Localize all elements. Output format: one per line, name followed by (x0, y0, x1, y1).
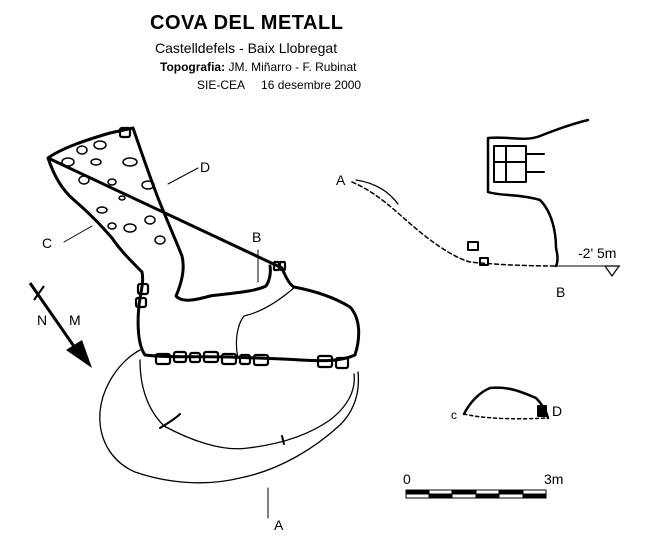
topography-label: Topografia: (160, 60, 226, 74)
scale-bar (405, 489, 547, 499)
plan-blocks (61, 140, 166, 245)
section-line-d (167, 167, 199, 185)
cross-section-cd (462, 386, 550, 420)
organization-date: SIE-CEA 16 desembre 2000 (197, 78, 362, 92)
plan-boulders (118, 126, 350, 370)
profile-boulder-2 (479, 257, 489, 266)
profile-view (351, 118, 621, 277)
plan-label-c: C (42, 235, 52, 251)
profile-depth-label: -2' 5m (578, 245, 616, 261)
plan-lower-outline (99, 349, 360, 484)
depth-marker-icon (604, 265, 620, 277)
profile-entrance-block (493, 145, 545, 183)
topography-authors: JM. Miñarro - F. Rubinat (228, 60, 357, 74)
scale-max-label: 3m (544, 471, 563, 487)
compass-magnetic-label: M (69, 312, 81, 328)
profile-label-a: A (336, 172, 346, 188)
section-label-d: D (552, 403, 562, 419)
section-label-c: c (451, 408, 457, 422)
profile-boulder (467, 241, 479, 251)
scale-min-label: 0 (403, 471, 411, 487)
plan-view (46, 126, 361, 519)
map-subtitle: Castelldefels - Baix Llobregat (155, 40, 338, 56)
plan-label-a: A (274, 517, 284, 533)
plan-label-d: D (200, 159, 210, 175)
plan-lower-outline-2 (139, 359, 355, 450)
section-line-c (63, 225, 93, 243)
section-boulder (537, 405, 547, 417)
topography-credit: Topografia: JM. Miñarro - F. Rubinat (160, 60, 357, 74)
profile-upper-edge (355, 179, 399, 205)
section-outline (462, 386, 550, 420)
section-floor (463, 413, 549, 420)
plan-drip-line (159, 413, 285, 445)
plan-label-b: B (252, 229, 261, 245)
plan-inner-line (235, 286, 296, 359)
map-title: COVA DEL METALL (150, 12, 344, 34)
compass-north-label: N (37, 312, 47, 328)
profile-floor (351, 181, 557, 267)
profile-label-b: B (556, 284, 565, 300)
profile-ceiling (486, 118, 590, 268)
north-arrow-icon (28, 282, 92, 368)
